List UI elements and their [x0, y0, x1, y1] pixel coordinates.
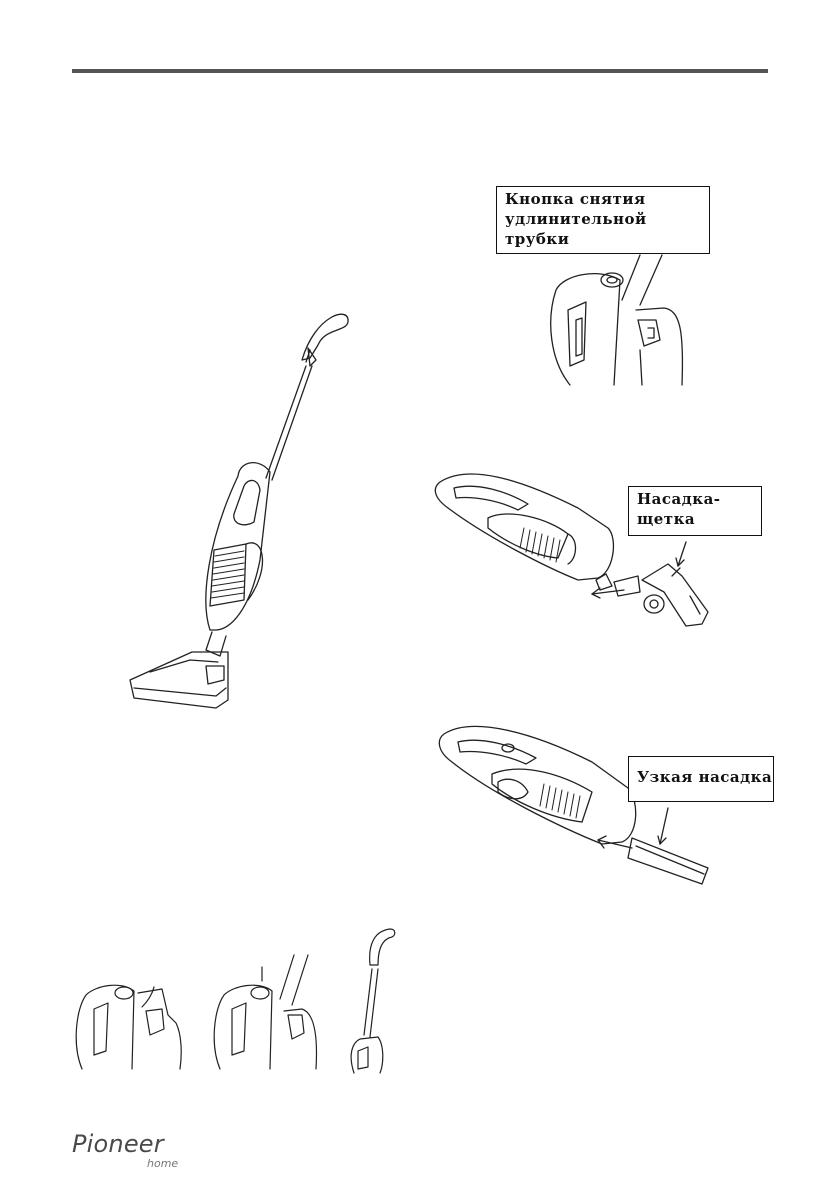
figure-step-2: [210, 954, 322, 1071]
figure-step-1: [72, 975, 184, 1071]
label-brush-nozzle-line: Насадка-: [637, 490, 721, 508]
label-brush-nozzle: Насадка- щетка: [628, 486, 762, 536]
figure-tube-release: [540, 250, 700, 390]
figure-crevice-nozzle: [432, 718, 712, 890]
figure-step-3: [344, 925, 398, 1075]
label-crevice-nozzle-line: Узкая насадка: [637, 768, 773, 786]
label-brush-nozzle-line: щетка: [637, 510, 696, 528]
brand-logo: Pioneer home: [72, 1130, 178, 1170]
figure-brush-nozzle: [428, 468, 712, 636]
label-tube-release-line: Кнопка снятия: [505, 190, 646, 208]
label-tube-release-line: удлинительной: [505, 210, 647, 228]
figure-stick-vacuum: [120, 300, 360, 720]
label-tube-release: Кнопка снятия удлинительной трубки: [496, 186, 710, 254]
header-rule: [72, 69, 768, 73]
label-tube-release-line: трубки: [505, 230, 570, 248]
brand-sub: home: [147, 1157, 179, 1170]
brand-name: Pioneer: [72, 1130, 164, 1158]
label-crevice-nozzle: Узкая насадка: [628, 756, 774, 802]
